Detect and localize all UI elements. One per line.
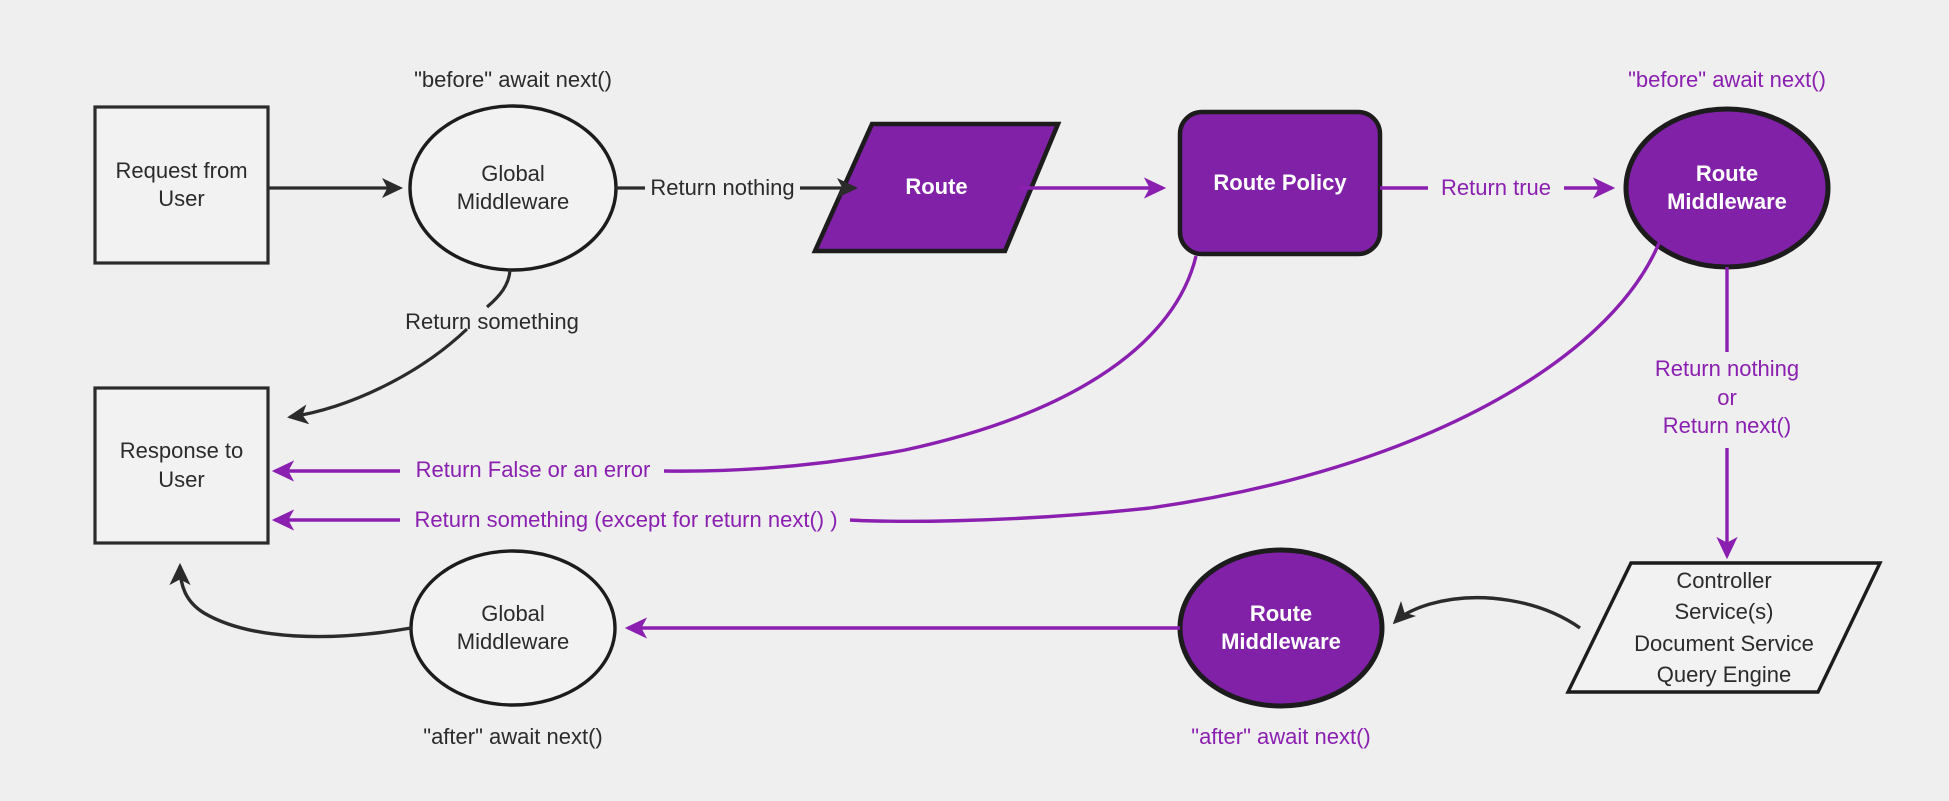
edge-label-return-something-except-next: Return something (except for return next…: [414, 507, 838, 532]
shape-route-policy: [1177, 109, 1383, 257]
edge-global-middleware-return-something-stub-upper: [485, 269, 512, 309]
edge-route-policy-return-false-curve: [663, 255, 1198, 473]
shape-route-middleware-top: [1623, 106, 1831, 270]
edge-label-return-false-or-error: Return False or an error: [415, 457, 651, 482]
edge-global-middleware-return-something-to-response: [287, 327, 469, 425]
edge-label-return-nothing-or-next-line3: Return next(): [1662, 413, 1792, 439]
edge-label-return-nothing-global: Return nothing: [650, 175, 795, 200]
shape-global-middleware-top: [408, 104, 618, 272]
edge-route-middleware-return-something-curve: [849, 242, 1661, 524]
annotation-before-await-next-global: "before" await next(): [414, 67, 612, 92]
shape-global-middleware-bottom: [409, 549, 617, 707]
shape-request-from-user: [93, 105, 270, 265]
annotation-after-await-next-route: "after" await next(): [1191, 724, 1371, 749]
edge-label-return-nothing-or-next-line2: or: [1717, 384, 1737, 410]
edge-label-return-something-global: Return something: [405, 309, 579, 334]
edge-global-middleware-bottom-to-response: [169, 562, 412, 639]
edge-label-return-true: Return true: [1440, 175, 1552, 200]
shape-route-middleware-bottom: [1177, 547, 1385, 709]
edge-label-return-nothing-or-next-line1: Return nothing: [1654, 356, 1800, 381]
shape-route: [811, 121, 1062, 254]
shape-response-to-user: [93, 386, 270, 545]
shape-controller-stack: [1565, 561, 1883, 694]
annotation-before-await-next-route: "before" await next(): [1628, 67, 1826, 92]
edge-label-return-nothing-or-next: Return nothing or Return next(): [1617, 355, 1837, 441]
edge-controller-to-route-middleware-bottom: [1392, 596, 1581, 630]
annotation-after-await-next-global: "after" await next(): [423, 724, 603, 749]
